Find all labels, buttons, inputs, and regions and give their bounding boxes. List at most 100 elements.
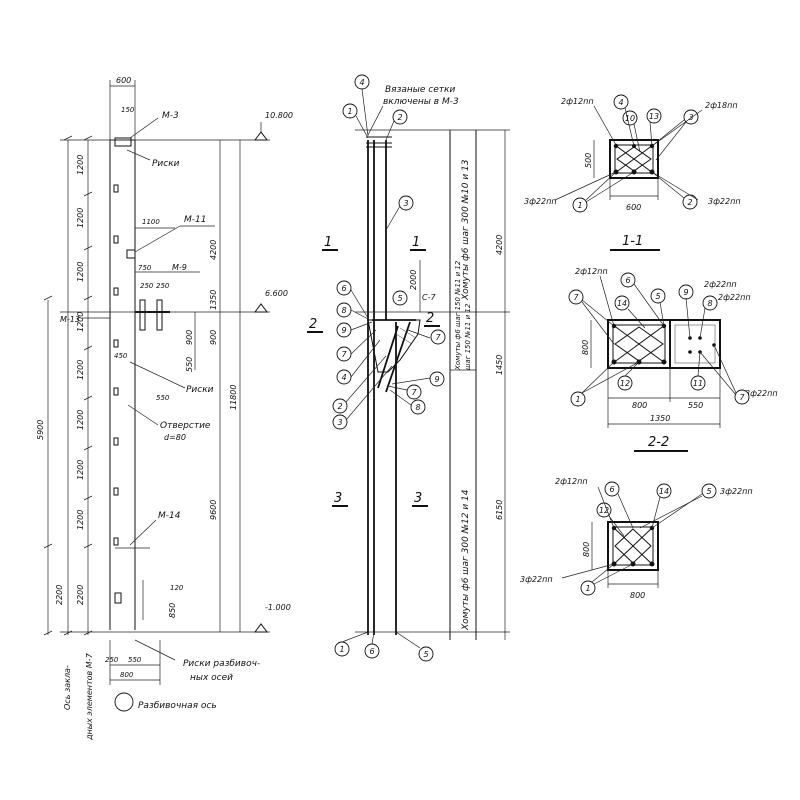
svg-text:7: 7 <box>435 333 441 342</box>
svg-text:2: 2 <box>687 198 692 207</box>
svg-text:900: 900 <box>209 330 218 345</box>
svg-text:5: 5 <box>655 292 660 301</box>
sec33-bot-left: 3ф22пп <box>520 575 553 584</box>
svg-text:5: 5 <box>423 650 428 659</box>
svg-text:11: 11 <box>693 379 703 388</box>
sec-mark-1-left: 1 <box>324 235 332 250</box>
dim-1200-a: 1200 <box>76 155 85 175</box>
svg-text:4: 4 <box>618 98 623 107</box>
plate-m11 <box>126 249 136 259</box>
sec33-leaders <box>561 486 703 585</box>
svg-text:6: 6 <box>369 647 374 656</box>
svg-text:9: 9 <box>341 326 346 335</box>
dim-5900: 5900 <box>36 420 45 440</box>
rd-1450: 1450 <box>495 355 504 375</box>
axis-circle <box>114 692 134 712</box>
svg-text:1350: 1350 <box>209 290 218 310</box>
knitted-nets-note-2: включены в М-3 <box>383 97 459 107</box>
sec-mark-3-left: 3 <box>334 491 342 506</box>
bracket-rib-a <box>139 299 146 331</box>
svg-text:9: 9 <box>434 375 439 384</box>
sec22-top-left: 2ф12пп <box>575 267 608 276</box>
strip-text-mid: Хомуты ф6 шаг 150 №11 и 12 <box>454 260 462 371</box>
sec22-top-right-1: 2ф22пп <box>704 280 737 289</box>
sec11-outline <box>609 139 659 179</box>
svg-text:13: 13 <box>649 112 659 121</box>
m11-label: М-11 <box>184 215 206 225</box>
hole-label: Отверстие <box>160 421 211 431</box>
dim-250-a: 250 <box>140 282 154 290</box>
dim-2200-b: 2200 <box>55 585 64 605</box>
sec-mark-2-right: 2 <box>426 311 434 326</box>
level-mark-bottom: -1.000 <box>60 603 291 633</box>
sec11-title: 1-1 <box>622 234 643 249</box>
sec22-width-left: 800 <box>632 401 647 410</box>
sec11-height: 500 <box>584 153 593 168</box>
left-ticks <box>43 135 93 636</box>
sec-mark-2-left: 2 <box>309 317 317 332</box>
svg-text:6.600: 6.600 <box>265 289 288 298</box>
riski-layout-label: Риски разбивоч- <box>183 659 260 669</box>
sec22-leaders <box>581 275 737 396</box>
svg-text:9600: 9600 <box>209 500 218 520</box>
dim-1200-c: 1200 <box>76 262 85 282</box>
svg-text:11800: 11800 <box>229 385 238 410</box>
svg-text:8: 8 <box>415 403 420 412</box>
strip-text-mid2: шаг 150 №11 и 12 <box>464 303 472 370</box>
svg-text:2: 2 <box>337 402 342 411</box>
svg-text:2: 2 <box>397 113 402 122</box>
svg-text:7: 7 <box>573 293 579 302</box>
svg-text:5: 5 <box>706 487 711 496</box>
svg-text:3: 3 <box>337 418 342 427</box>
reinforcement-leaders <box>341 88 431 649</box>
vertical-note-2: дных элементов М-7 <box>85 652 94 741</box>
dim-1200-d: 1200 <box>76 312 85 332</box>
knitted-nets-note-1: Вязаные сетки <box>385 85 455 95</box>
c7-label: С-7 <box>422 293 436 302</box>
dim-1100: 1100 <box>142 218 160 226</box>
dim-bot-250: 250 <box>105 656 119 664</box>
svg-text:12: 12 <box>620 379 630 388</box>
strip-text-top: Хомуты ф6 шаг 300 №10 и 13 <box>461 159 471 301</box>
svg-text:10.800: 10.800 <box>265 111 293 120</box>
svg-text:7: 7 <box>341 350 347 359</box>
dim-1200-h: 1200 <box>76 510 85 530</box>
section-3-3: 800 800 2ф12пп 3ф22пп 3ф22пп 6 14 5 12 1 <box>520 477 753 600</box>
sec11-width: 600 <box>626 203 641 212</box>
level-mark-top: 10.800 <box>60 111 293 141</box>
sec11-leaders <box>554 105 703 203</box>
svg-text:8: 8 <box>341 306 346 315</box>
svg-text:3: 3 <box>403 199 408 208</box>
sec-mark-3-right: 3 <box>414 491 422 506</box>
vertical-note-1: Ось закла- <box>63 665 72 710</box>
top-offset-label: 150 <box>121 106 135 114</box>
svg-text:1: 1 <box>347 107 352 116</box>
dim-1200-b: 1200 <box>76 208 85 228</box>
section-2-2: 800 550 1350 800 2ф12пп 2ф22пп 2ф22пп 3ф… <box>568 267 778 452</box>
dim-750: 750 <box>138 264 152 272</box>
svg-text:6: 6 <box>609 485 614 494</box>
riski-label-mid: Риски <box>186 385 214 395</box>
sec33-height: 800 <box>582 542 591 557</box>
svg-text:12: 12 <box>599 506 609 515</box>
svg-text:4: 4 <box>341 373 346 382</box>
svg-text:5: 5 <box>397 294 402 303</box>
dim-bot-550: 550 <box>128 656 142 664</box>
sec22-width-total: 1350 <box>650 414 670 423</box>
svg-text:900: 900 <box>185 330 194 345</box>
dim-550: 550 <box>156 394 170 402</box>
bracket-rib-b <box>156 299 163 331</box>
svg-text:6: 6 <box>341 284 346 293</box>
axis-label: Разбивочная ось <box>138 701 217 711</box>
dim-450: 450 <box>114 352 128 360</box>
svg-text:550: 550 <box>185 357 194 372</box>
sec33-width: 800 <box>630 591 645 600</box>
svg-text:9: 9 <box>683 288 688 297</box>
rd-6150: 6150 <box>495 500 504 520</box>
svg-text:6: 6 <box>625 276 630 285</box>
svg-text:1: 1 <box>585 584 590 593</box>
plate-m3 <box>114 137 132 147</box>
sec22-title: 2-2 <box>648 435 669 450</box>
svg-text:7: 7 <box>411 388 417 397</box>
svg-text:1: 1 <box>575 395 580 404</box>
